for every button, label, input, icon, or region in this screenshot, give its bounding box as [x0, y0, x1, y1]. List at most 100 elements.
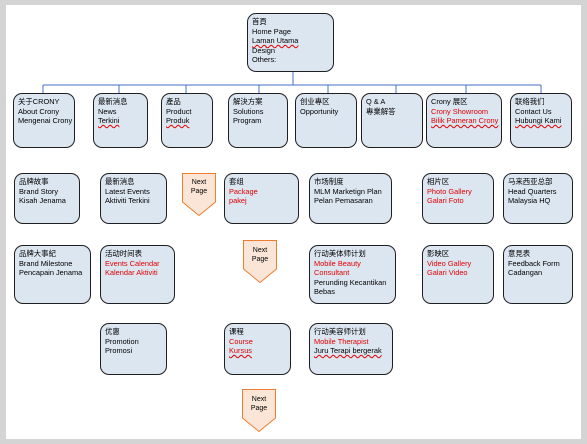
- node-line: 优惠: [105, 327, 120, 336]
- node-video-gallery: 影映区 Video Gallery Galari Video: [422, 245, 494, 304]
- next-page-arrow-2[interactable]: Next Page: [243, 240, 277, 283]
- node-line: 意見表: [508, 249, 531, 258]
- node-promotion: 优惠 Promotion Promosi: [100, 323, 167, 375]
- node-line: 活动时间表: [105, 249, 142, 258]
- node-line: Mobile Therapist: [314, 336, 369, 346]
- node-line: Galari Foto: [427, 196, 464, 206]
- node-line: Latest Events: [105, 186, 150, 196]
- node-line: 套组: [229, 177, 244, 186]
- root-line-3: Laman Utama: [252, 36, 299, 46]
- next-page-label: Next Page: [190, 179, 208, 195]
- root-line-4: Design: [252, 45, 276, 55]
- node-line: Perunding Kecantikan: [314, 277, 387, 287]
- node-line: Brand Milestone: [19, 258, 73, 268]
- node-line: 最新消息: [98, 97, 128, 106]
- connector-lines: [42, 72, 542, 93]
- node-line: Crony 展区: [431, 97, 468, 106]
- node-line: Kursus: [229, 346, 253, 356]
- diagram-canvas: 首頁 Home Page Laman Utama Design Others: …: [6, 5, 581, 439]
- node-product: 產品 Product Produk: [161, 93, 213, 148]
- node-line: 影映区: [427, 249, 450, 258]
- node-line: 创业專区: [300, 97, 330, 106]
- node-line: Bebas: [314, 287, 335, 297]
- node-line: 课程: [229, 327, 244, 336]
- node-line: Cadangan: [508, 268, 543, 278]
- node-line: 行动美体师计划: [314, 249, 366, 258]
- node-line: Package: [229, 186, 258, 196]
- node-line: 最新消息: [105, 177, 135, 186]
- node-line: Opportunity: [300, 106, 339, 116]
- node-line: 品牌故事: [19, 177, 49, 186]
- node-mobile-therapist: 行动美容师计划 Mobile Therapist Juru Terapi ber…: [309, 323, 393, 375]
- node-line: Crony Showroom: [431, 106, 489, 116]
- node-line: Program: [233, 116, 262, 126]
- node-line: Kalendar Aktiviti: [105, 268, 158, 278]
- next-page-arrow-3[interactable]: Next Page: [242, 389, 276, 432]
- node-line: 相片区: [427, 177, 450, 186]
- node-package: 套组 Package pakej: [224, 173, 299, 224]
- node-line: About Crony: [18, 106, 60, 116]
- node-line: 联络我们: [515, 97, 545, 106]
- node-line: Promosi: [105, 346, 133, 356]
- node-line: 專業解答: [366, 106, 396, 116]
- node-line: Consultant: [314, 268, 350, 278]
- down-arrow-shape-icon: [243, 240, 277, 283]
- node-line: Feedback Form: [508, 258, 560, 268]
- node-line: pakej: [229, 196, 247, 206]
- node-contact-us: 联络我们 Contact Us Hubungi Kami: [510, 93, 572, 148]
- node-feedback-form: 意見表 Feedback Form Cadangan: [503, 245, 573, 304]
- node-line: Mobile Beauty: [314, 258, 361, 268]
- next-page-label: Next Page: [250, 396, 268, 412]
- node-line: Kisah Jenama: [19, 196, 66, 206]
- node-mobile-beauty-consultant: 行动美体师计划 Mobile Beauty Consultant Perundi…: [309, 245, 396, 304]
- node-line: News: [98, 106, 117, 116]
- node-brand-milestone: 品牌大事紀 Brand Milestone Pencapain Jenama: [14, 245, 91, 304]
- node-line: Bilik Pameran Crony: [431, 116, 499, 126]
- next-page-label: Next Page: [251, 247, 269, 263]
- node-line: Brand Story: [19, 186, 59, 196]
- node-line: Mengenai Crony: [18, 116, 73, 126]
- node-line: 关于CRONY: [18, 97, 60, 106]
- node-line: Q & A: [366, 97, 386, 106]
- root-node-home-page: 首頁 Home Page Laman Utama Design Others:: [247, 13, 334, 72]
- node-line: Juru Terapi bergerak: [314, 346, 382, 356]
- node-line: Head Quarters: [508, 186, 557, 196]
- node-line: Terkini: [98, 116, 120, 126]
- node-course: 课程 Course Kursus: [224, 323, 291, 375]
- node-q-and-a: Q & A 專業解答: [361, 93, 423, 148]
- node-solutions: 解決方案 Solutions Program: [228, 93, 288, 148]
- next-page-arrow-1[interactable]: Next Page: [182, 173, 216, 216]
- node-crony-showroom: Crony 展区 Crony Showroom Bilik Pameran Cr…: [426, 93, 502, 148]
- node-brand-story: 品牌故事 Brand Story Kisah Jenama: [14, 173, 80, 224]
- node-line: Solutions: [233, 106, 264, 116]
- node-about-crony: 关于CRONY About Crony Mengenai Crony: [13, 93, 75, 148]
- node-line: Video Gallery: [427, 258, 472, 268]
- root-line-2: Home Page: [252, 26, 292, 36]
- node-line: 品牌大事紀: [19, 249, 56, 258]
- node-line: Product: [166, 106, 192, 116]
- node-news: 最新消息 News Terkini: [93, 93, 148, 148]
- down-arrow-shape-icon: [182, 173, 216, 216]
- node-line: Malaysia HQ: [508, 196, 551, 206]
- node-latest-events: 最新消息 Latest Events Aktiviti Terkini: [100, 173, 167, 224]
- node-opportunity: 创业專区 Opportunity: [295, 93, 357, 148]
- node-line: Pencapain Jenama: [19, 268, 83, 278]
- node-line: MLM Marketign Plan: [314, 186, 382, 196]
- node-line: 產品: [166, 97, 181, 106]
- node-line: Produk: [166, 116, 190, 126]
- node-line: Contact Us: [515, 106, 552, 116]
- node-line: 解決方案: [233, 97, 263, 106]
- node-line: Course: [229, 336, 253, 346]
- node-photo-gallery: 相片区 Photo Gallery Galari Foto: [422, 173, 494, 224]
- node-line: 市场制度: [314, 177, 344, 186]
- node-line: Hubungi Kami: [515, 116, 562, 126]
- node-line: Pelan Pemasaran: [314, 196, 373, 206]
- node-line: 马来西亚总部: [508, 177, 553, 186]
- node-line: Galari Video: [427, 268, 468, 278]
- node-line: Photo Gallery: [427, 186, 472, 196]
- node-line: Aktiviti Terkini: [105, 196, 150, 206]
- node-head-quarters: 马来西亚总部 Head Quarters Malaysia HQ: [503, 173, 573, 224]
- node-events-calendar: 活动时间表 Events Calendar Kalendar Aktiviti: [100, 245, 175, 304]
- root-line-5: Others:: [252, 55, 277, 65]
- down-arrow-shape-icon: [242, 389, 276, 432]
